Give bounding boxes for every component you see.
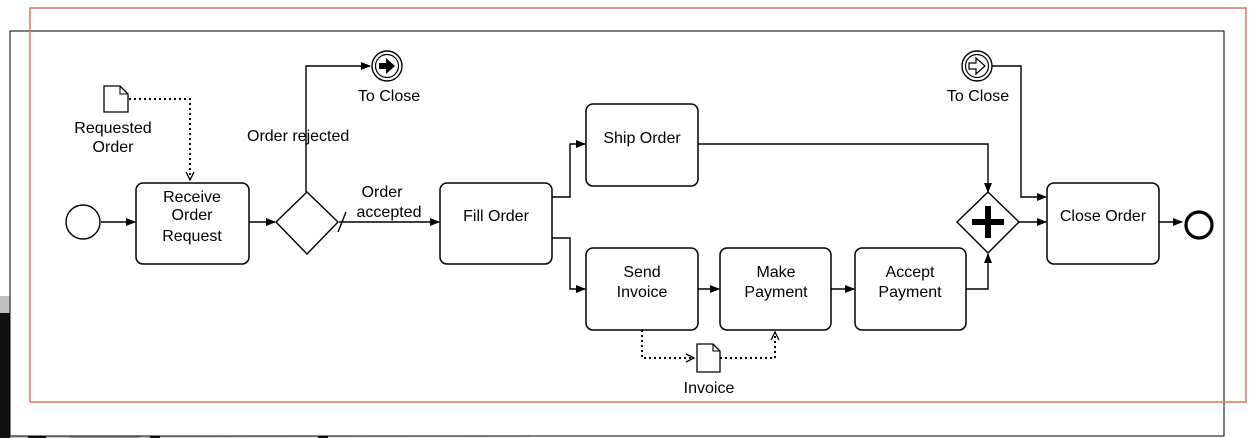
close-order-label: Close Order — [1060, 208, 1147, 225]
ship-order-task[interactable]: Ship Order — [585, 103, 699, 187]
requested-order-label-line-2: Order — [93, 139, 135, 156]
make-payment-task[interactable]: Make Payment — [719, 247, 832, 331]
fill-order-label: Fill Order — [463, 208, 529, 225]
receive-order-request-label-line-3: Request — [162, 228, 222, 245]
exclusive-gateway[interactable] — [275, 191, 339, 256]
make-payment-label-line-1: Make — [756, 264, 795, 281]
selection-frame — [29, 7, 1247, 403]
receive-order-request-label-line-2: Order — [172, 207, 214, 224]
receive-order-request-task[interactable]: Receive Order Request — [135, 182, 250, 265]
filled-arrow-icon — [379, 58, 395, 74]
receive-order-request-label-line-1: Receive — [163, 189, 221, 206]
start-event[interactable] — [65, 204, 101, 240]
accept-payment-label-line-1: Accept — [886, 264, 935, 281]
end-event[interactable] — [1184, 210, 1214, 240]
invoice-label: Invoice — [684, 380, 735, 397]
to-close-throw-label: To Close — [358, 88, 420, 105]
send-invoice-label-line-2: Invoice — [617, 284, 668, 301]
order-accepted-label-line-2: accepted — [357, 204, 422, 221]
data-associations — [129, 98, 775, 358]
outline-arrow-icon — [968, 56, 986, 76]
accept-payment-label-line-2: Payment — [878, 284, 942, 301]
to-close-catch-label: To Close — [947, 88, 1009, 105]
invoice-data-object[interactable]: Invoice — [684, 343, 735, 397]
ship-order-label: Ship Order — [603, 130, 681, 147]
to-close-throw-event[interactable] — [371, 50, 403, 82]
send-invoice-label-line-1: Send — [623, 264, 660, 281]
close-order-task[interactable]: Close Order — [1046, 182, 1160, 265]
requested-order-data-object[interactable]: Requested Order — [74, 85, 152, 156]
parallel-gateway[interactable] — [956, 191, 1020, 254]
order-accepted-label-line-1: Order — [362, 184, 404, 201]
make-payment-label-line-2: Payment — [744, 284, 808, 301]
send-invoice-task[interactable]: Send Invoice — [585, 247, 699, 331]
sequence-flows — [101, 62, 1183, 293]
fill-order-task[interactable]: Fill Order — [439, 182, 553, 265]
accept-payment-task[interactable]: Accept Payment — [854, 247, 967, 331]
plus-icon — [972, 206, 1004, 238]
requested-order-label-line-1: Requested — [74, 120, 151, 137]
order-rejected-label: Order rejected — [247, 128, 349, 145]
to-close-catch-event[interactable] — [961, 50, 993, 82]
